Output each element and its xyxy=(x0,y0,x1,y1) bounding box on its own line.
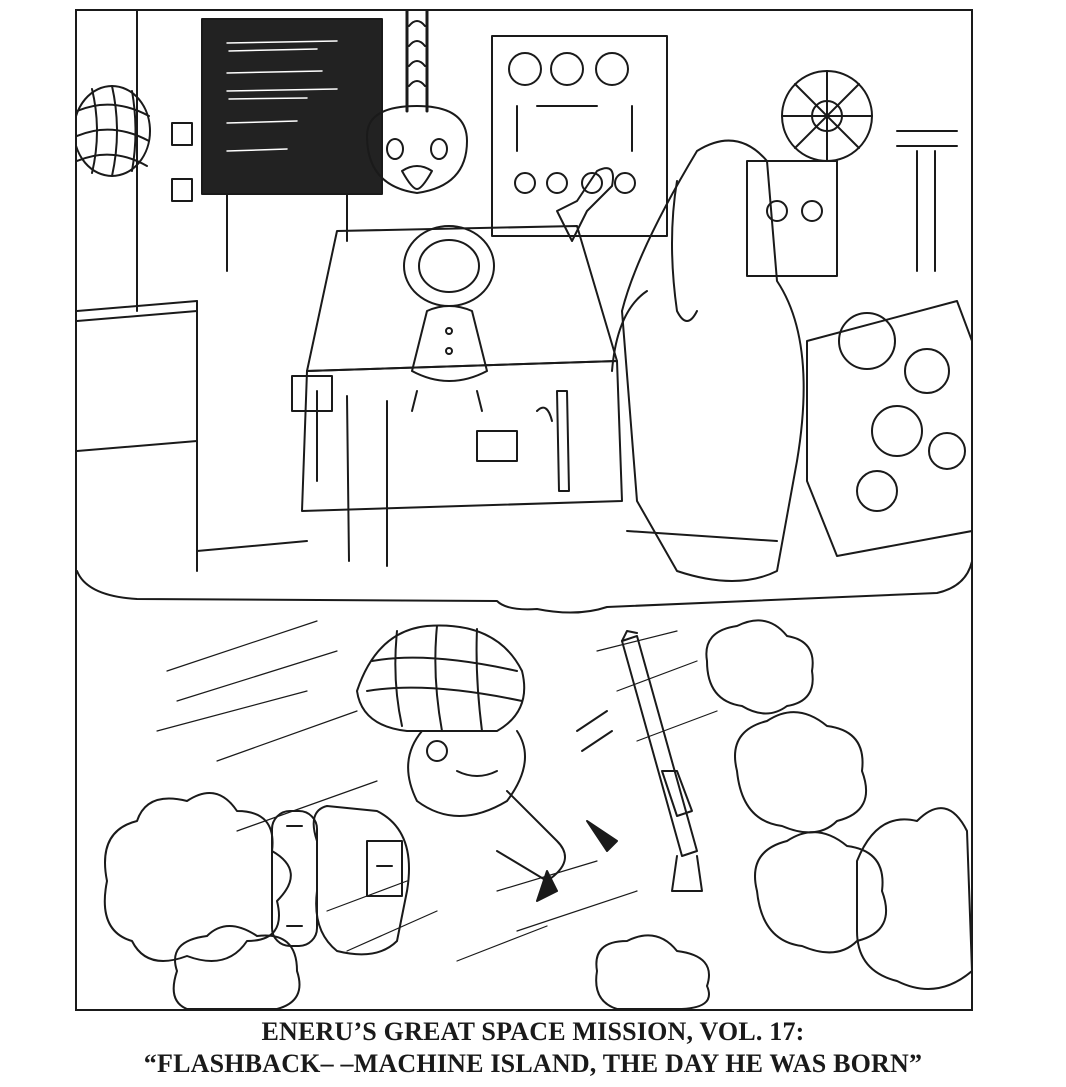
comic-panel-frame xyxy=(75,9,973,1011)
speed-lines xyxy=(156,620,718,962)
backpack-icon xyxy=(271,805,410,956)
netted-ball-icon xyxy=(77,85,151,177)
falling-robot xyxy=(356,624,618,902)
comic-illustration xyxy=(77,11,971,1009)
robot-body xyxy=(403,225,495,412)
wall-switch xyxy=(171,122,193,146)
hanging-mask xyxy=(366,11,468,194)
parts-pile xyxy=(806,300,971,557)
screwdriver-icon xyxy=(556,390,570,492)
side-panel xyxy=(746,160,838,277)
workshop-scene xyxy=(77,11,971,614)
chalkboard xyxy=(201,18,383,272)
scientist-figure xyxy=(556,139,805,582)
control-panel xyxy=(491,35,668,237)
caption-subtitle: “FLASHBACK– –MACHINE ISLAND, THE DAY HE … xyxy=(143,1049,923,1078)
gear-icon xyxy=(781,70,873,162)
operating-table xyxy=(291,225,623,567)
wrench-icon xyxy=(556,167,614,242)
caption-title: ENERU’S GREAT SPACE MISSION, VOL. 17: xyxy=(261,1017,805,1046)
rifle-icon xyxy=(621,630,703,892)
smoke-clouds xyxy=(103,619,971,1009)
crash-scene xyxy=(103,619,971,1009)
